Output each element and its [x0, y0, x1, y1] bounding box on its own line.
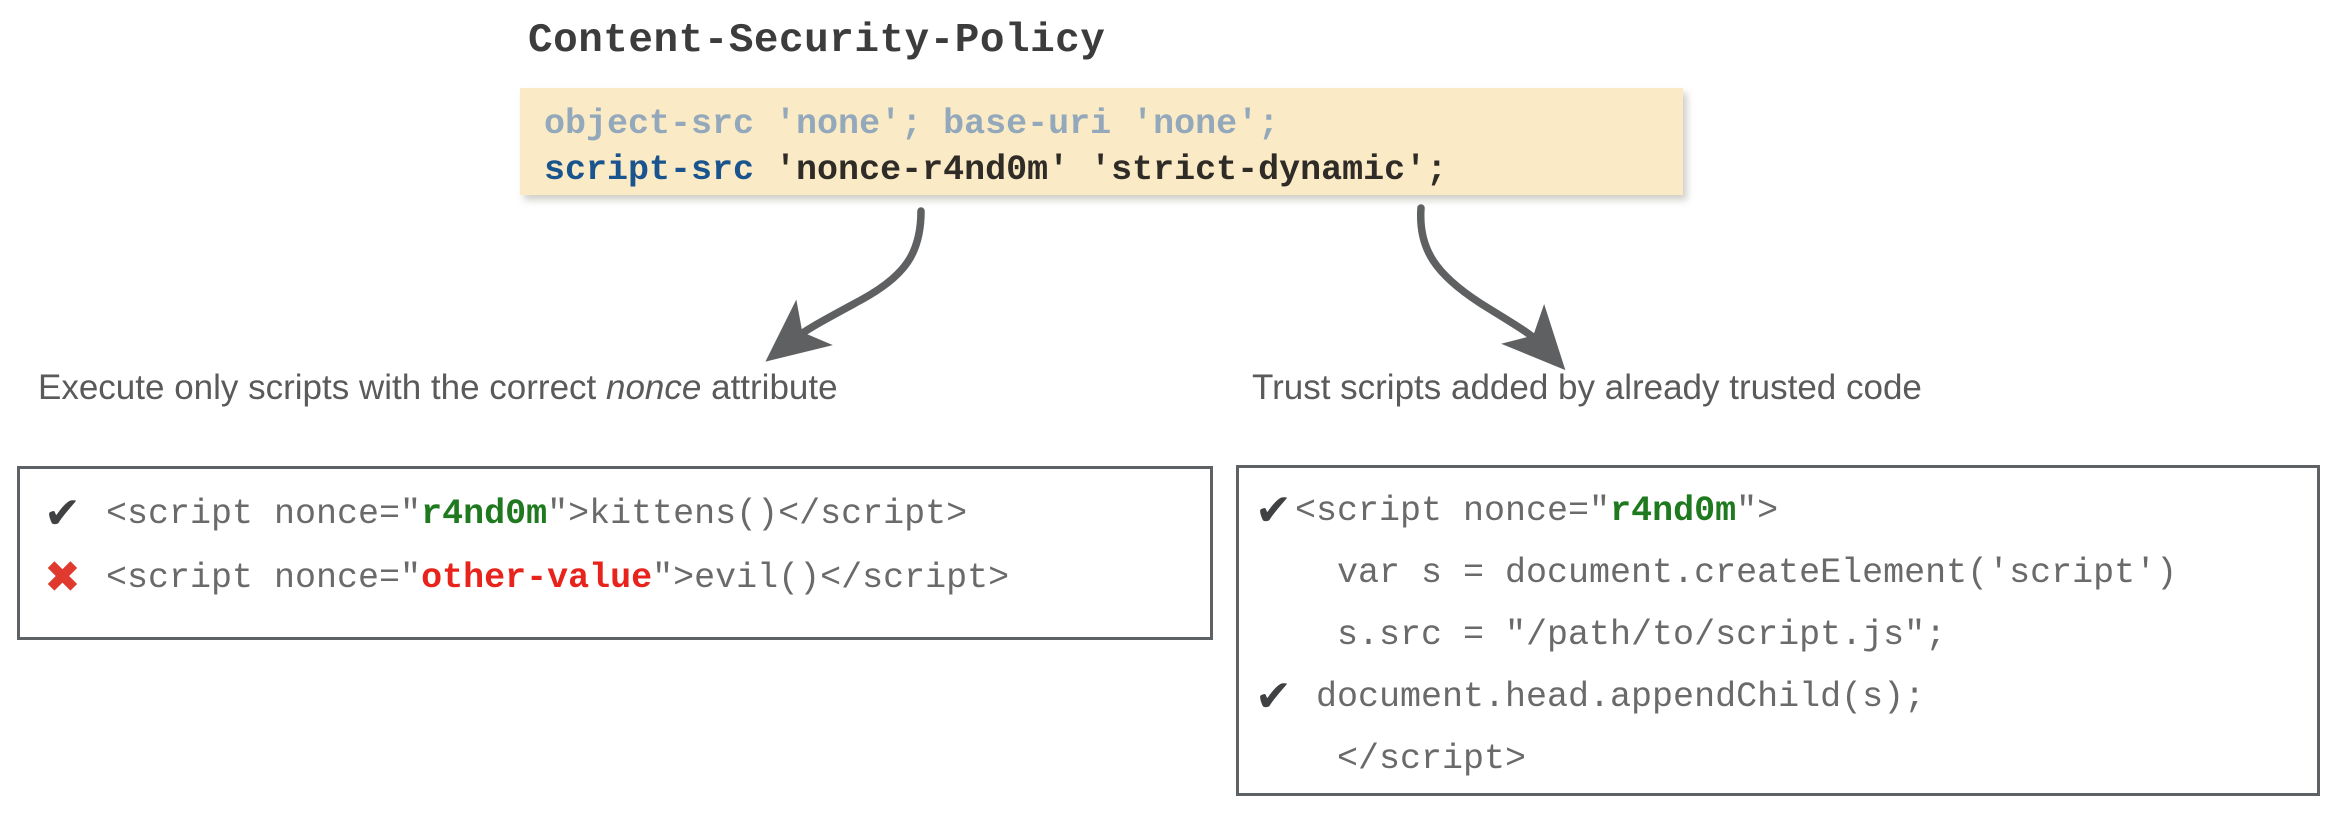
code-highlight-other-value: other-value — [421, 558, 653, 598]
code-highlight-nonce: r4nd0m — [1610, 491, 1737, 531]
caption-left-after: attribute — [701, 368, 838, 407]
code-pre: <script nonce=" — [106, 494, 422, 534]
code-highlight-nonce: r4nd0m — [421, 494, 548, 534]
code-line: document.head.appendChild(s); — [1295, 677, 1926, 717]
policy-directive-script-src: script-src — [544, 150, 755, 190]
code-post: ">kittens()</script> — [547, 494, 968, 534]
page-title: Content-Security-Policy — [528, 18, 1106, 64]
example-box-nonce: ✔ <script nonce="r4nd0m">kittens()</scri… — [17, 466, 1213, 640]
policy-value-object-src: 'none'; — [754, 104, 944, 144]
mark-placeholder — [1255, 544, 1295, 602]
check-icon: ✔ — [44, 488, 81, 539]
policy-line-1: object-src 'none'; base-uri 'none'; — [544, 101, 1683, 147]
code-row: s.src = "/path/to/script.js"; — [1255, 606, 2317, 668]
cross-icon: ✖ — [44, 552, 81, 603]
csp-policy-block: object-src 'none'; base-uri 'none'; scri… — [520, 88, 1683, 195]
code-pre: <script nonce=" — [106, 558, 422, 598]
policy-value-nonce: 'nonce-r4nd0m' — [754, 150, 1091, 190]
code-pre: <script nonce=" — [1295, 491, 1611, 531]
code-row: ✖ <script nonce="other-value">evil()</sc… — [44, 549, 1210, 613]
code-line: </script> — [1295, 739, 1527, 779]
code-row: ✔ <script nonce="r4nd0m">kittens()</scri… — [44, 485, 1210, 549]
arrow-nonce-to-left-example — [765, 207, 925, 362]
mark-placeholder — [1255, 606, 1295, 664]
caption-left-before: Execute only scripts with the correct — [38, 368, 606, 407]
policy-value-strict-dynamic: 'strict-dynamic'; — [1090, 150, 1448, 190]
code-line: <script nonce="r4nd0m"> — [1295, 482, 1778, 540]
check-icon: ✔ — [1255, 485, 1292, 536]
policy-directive-object-src: object-src — [544, 104, 755, 144]
caption-right: Trust scripts added by already trusted c… — [1252, 368, 1922, 407]
code-line: <script nonce="r4nd0m">kittens()</script… — [106, 485, 967, 543]
policy-directive-base-uri: base-uri — [943, 104, 1112, 144]
code-row: </script> — [1255, 730, 2317, 792]
code-row: var s = document.createElement('script') — [1255, 544, 2317, 606]
code-post: "> — [1736, 491, 1779, 531]
policy-value-base-uri: 'none'; — [1111, 104, 1280, 144]
arrow-strict-dynamic-to-right-example — [1416, 204, 1566, 371]
code-line: s.src = "/path/to/script.js"; — [1295, 615, 1947, 655]
code-line: var s = document.createElement('script') — [1295, 553, 2178, 593]
code-row: ✔ <script nonce="r4nd0m"> — [1255, 482, 2317, 544]
code-post: ">evil()</script> — [652, 558, 1010, 598]
policy-line-2: script-src 'nonce-r4nd0m' 'strict-dynami… — [544, 147, 1683, 193]
caption-left-italic-nonce: nonce — [606, 368, 702, 407]
mark-placeholder — [1255, 730, 1295, 788]
code-row: ✔ document.head.appendChild(s); — [1255, 668, 2317, 730]
caption-left: Execute only scripts with the correct no… — [38, 368, 838, 408]
code-line: <script nonce="other-value">evil()</scri… — [106, 549, 1009, 607]
example-box-strict-dynamic: ✔ <script nonce="r4nd0m"> var s = docume… — [1236, 465, 2320, 796]
check-icon: ✔ — [1255, 671, 1292, 722]
